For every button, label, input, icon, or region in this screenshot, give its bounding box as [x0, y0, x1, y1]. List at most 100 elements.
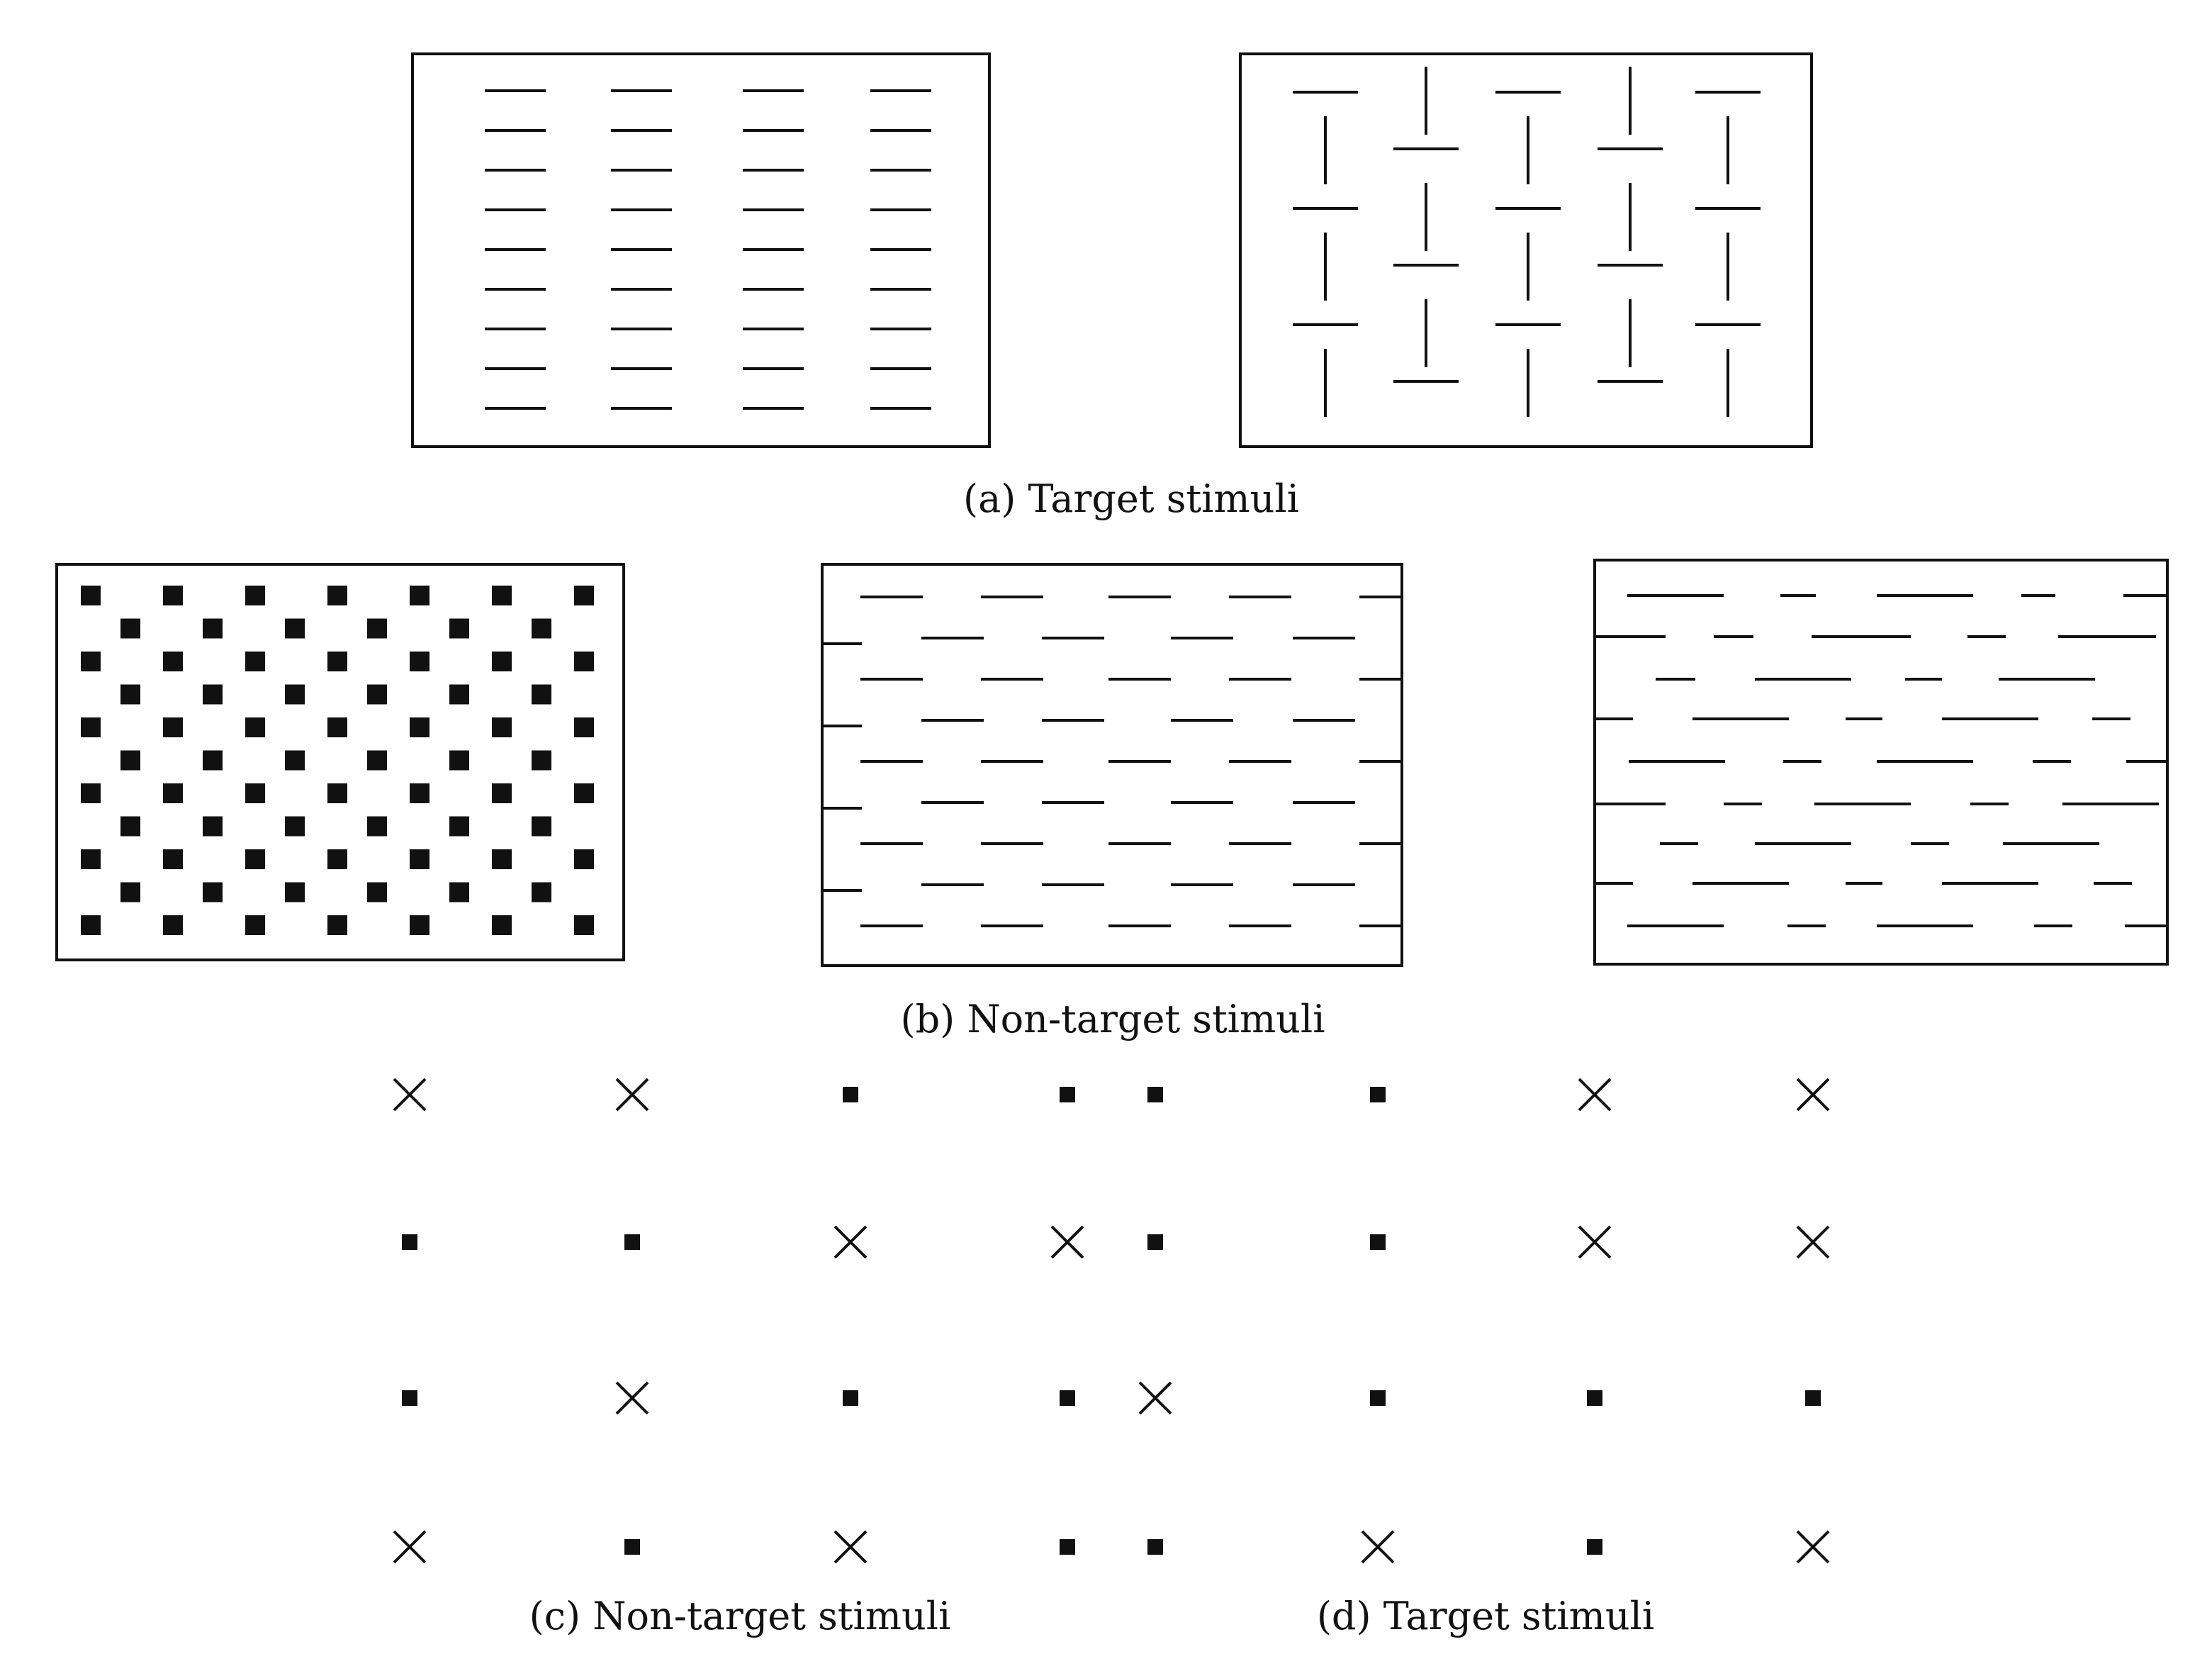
square-dot: [163, 783, 183, 803]
square-dot: [449, 684, 469, 705]
square-dot: [410, 783, 430, 803]
square-dot: [81, 652, 101, 671]
panel-frame: [411, 52, 991, 448]
square-dot: [532, 684, 551, 705]
square-dot: [402, 1390, 417, 1406]
square-dot: [163, 652, 183, 671]
square-dot: [81, 717, 101, 737]
panel-frame: [821, 563, 1403, 967]
square-dot: [574, 849, 594, 869]
x-mark: [1578, 1078, 1612, 1112]
square-dot: [285, 618, 305, 639]
square-dot: [285, 750, 305, 771]
x-mark-stroke: [393, 1530, 427, 1564]
panel-frame: [1593, 559, 2169, 966]
square-dot: [1147, 1087, 1163, 1102]
square-dot: [574, 586, 594, 605]
square-dot: [1587, 1539, 1602, 1555]
square-dot: [1587, 1390, 1602, 1406]
square-dot: [492, 783, 512, 803]
x-mark: [1361, 1530, 1395, 1564]
square-dot: [574, 652, 594, 671]
square-dot: [532, 618, 551, 639]
square-dot: [402, 1234, 417, 1250]
square-dot: [327, 783, 347, 803]
x-mark-stroke: [1361, 1530, 1395, 1564]
square-dot: [532, 750, 551, 771]
square-dot: [120, 684, 140, 705]
x-mark-stroke: [615, 1381, 649, 1415]
panel-c-symbol-grid: [393, 1078, 1084, 1564]
square-dot: [574, 915, 594, 935]
square-dot: [492, 849, 512, 869]
square-dot: [492, 915, 512, 935]
square-dot: [81, 915, 101, 935]
square-dot: [410, 652, 430, 671]
square-dot: [163, 586, 183, 605]
square-dot: [367, 816, 387, 837]
caption-c: (c) Non-target stimuli: [529, 1594, 951, 1638]
square-dot: [410, 915, 430, 935]
panel-b-staggered-dashes: [821, 563, 1403, 967]
x-mark-stroke: [1796, 1225, 1830, 1259]
square-dot: [1147, 1539, 1163, 1555]
square-dot: [327, 849, 347, 869]
square-dot: [449, 882, 469, 902]
panel-frame: [55, 563, 625, 961]
square-dot: [1370, 1234, 1386, 1250]
caption-a: (a) Target stimuli: [963, 476, 1299, 521]
square-dot: [120, 882, 140, 902]
x-mark: [1050, 1225, 1084, 1259]
x-mark-stroke: [615, 1078, 649, 1112]
square-dot: [203, 816, 223, 837]
x-mark-stroke: [1796, 1530, 1830, 1564]
square-dot: [367, 882, 387, 902]
square-dot: [492, 717, 512, 737]
square-dot: [843, 1087, 858, 1102]
square-dot: [624, 1234, 640, 1250]
square-dot: [245, 849, 265, 869]
square-dot: [285, 684, 305, 705]
x-mark: [833, 1225, 868, 1259]
x-mark: [615, 1078, 649, 1112]
square-dot: [367, 750, 387, 771]
square-dot: [203, 684, 223, 705]
square-dot: [449, 750, 469, 771]
square-dot: [245, 915, 265, 935]
square-dot: [1370, 1087, 1386, 1102]
square-dot: [163, 915, 183, 935]
square-dot: [203, 618, 223, 639]
square-dot: [449, 618, 469, 639]
panel-d-symbol-grid: [1138, 1078, 1830, 1564]
caption-b: (b) Non-target stimuli: [901, 997, 1325, 1041]
x-mark-stroke: [1578, 1225, 1612, 1259]
x-mark: [1796, 1225, 1830, 1259]
caption-d: (d) Target stimuli: [1317, 1594, 1654, 1638]
square-dot: [81, 783, 101, 803]
panel-frame: [1239, 52, 1813, 448]
square-dot: [532, 816, 551, 837]
square-dot: [574, 717, 594, 737]
square-dot: [285, 816, 305, 837]
square-dot: [81, 586, 101, 605]
x-mark: [393, 1078, 427, 1112]
square-dot: [449, 816, 469, 837]
square-dot: [163, 849, 183, 869]
square-dot: [327, 915, 347, 935]
x-mark: [393, 1530, 427, 1564]
x-mark-stroke: [1796, 1078, 1830, 1112]
square-dot: [843, 1390, 858, 1406]
x-mark: [615, 1381, 649, 1415]
x-mark: [1138, 1381, 1172, 1415]
square-dot: [574, 783, 594, 803]
square-dot: [327, 717, 347, 737]
x-mark-stroke: [393, 1078, 427, 1112]
square-dot: [245, 652, 265, 671]
square-dot: [203, 750, 223, 771]
square-dot: [1370, 1390, 1386, 1406]
square-dot: [120, 816, 140, 837]
x-mark: [1796, 1078, 1830, 1112]
panel-b-random-length-dashes: [1593, 559, 2169, 966]
square-dot: [410, 849, 430, 869]
